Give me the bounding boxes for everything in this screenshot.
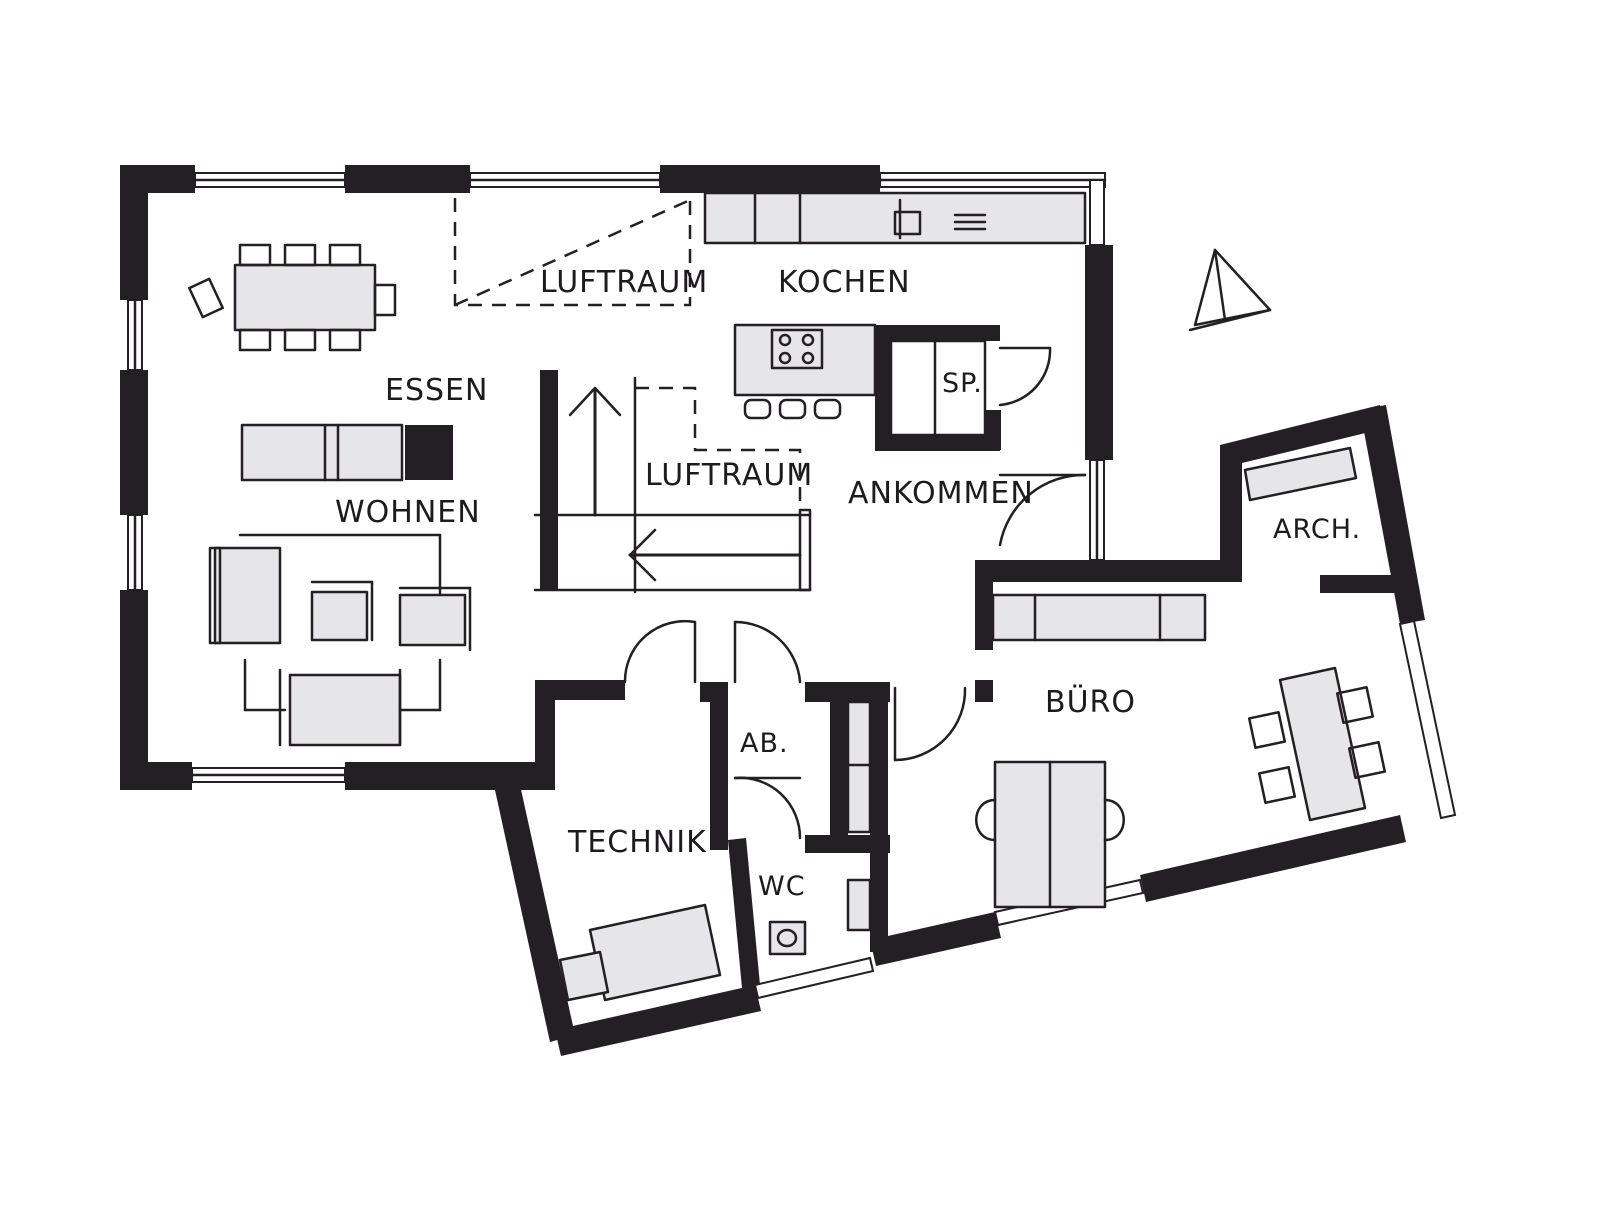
label-wohnen: WOHNEN <box>335 495 481 530</box>
pantry-shelves <box>889 339 987 437</box>
stove-icon <box>420 443 438 461</box>
label-essen: ESSEN <box>385 373 488 408</box>
label-abstellraum: AB. <box>740 728 789 759</box>
label-kochen: KOCHEN <box>778 265 911 300</box>
wc-fixtures <box>768 878 872 956</box>
label-speisekammer: SP. <box>942 368 983 399</box>
label-archiv: ARCH. <box>1273 514 1361 545</box>
north-arrow-icon <box>1188 248 1272 332</box>
label-ankommen: ANKOMMEN <box>848 476 1034 511</box>
sideboard <box>240 423 438 482</box>
label-technik: TECHNIK <box>567 825 707 860</box>
cooktop-icon <box>770 328 824 370</box>
archive-shelf <box>1243 446 1358 502</box>
storage-shelf <box>846 700 872 834</box>
office-desk <box>975 760 1125 909</box>
room-labels: LUFTRAUM KOCHEN ESSEN SP. LUFTRAUM ANKOM… <box>335 265 1361 902</box>
label-luftraum-stair: LUFTRAUM <box>645 458 813 493</box>
label-buero: BÜRO <box>1045 684 1136 720</box>
technik-unit <box>558 903 722 1002</box>
office-sideboard <box>991 593 1207 642</box>
doors <box>623 346 1087 840</box>
label-luftraum-top: LUFTRAUM <box>540 265 708 300</box>
dining-table <box>188 243 397 352</box>
label-wc: WC <box>758 871 806 902</box>
kitchen-counter <box>703 191 1087 245</box>
living-seating <box>208 533 472 747</box>
void-top <box>453 198 692 307</box>
interior-walls <box>405 325 1001 988</box>
meeting-table <box>1247 666 1387 822</box>
exterior-walls <box>120 165 1425 1056</box>
kitchen-island <box>733 323 877 420</box>
stair <box>533 376 812 594</box>
